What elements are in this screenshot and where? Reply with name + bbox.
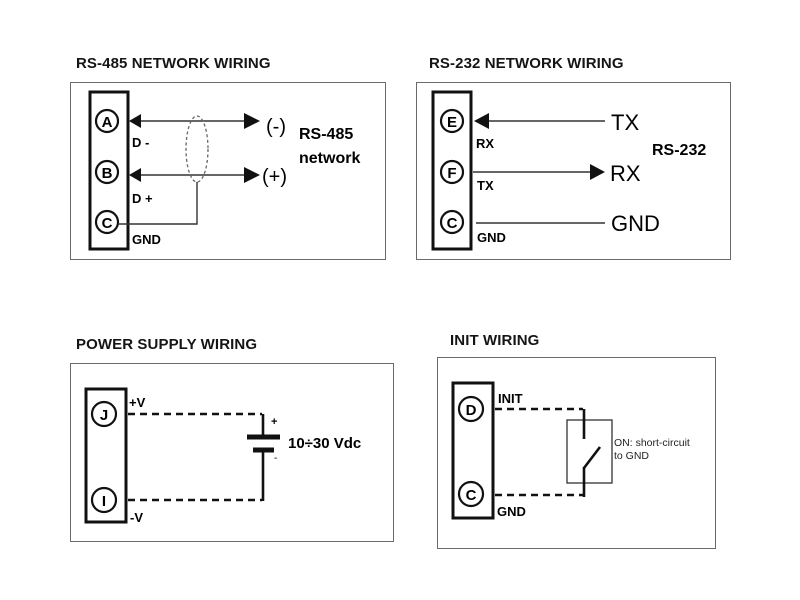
terminal-c: C (439, 209, 465, 235)
rs232-panel (416, 82, 731, 260)
label-tx: TX (477, 178, 494, 193)
voltage-label: 10÷30 Vdc (288, 435, 361, 452)
terminal-j: J (90, 400, 118, 428)
rs485-terminal-block (88, 90, 130, 251)
switch-note-line2: to GND (614, 450, 649, 462)
terminal-d-id: D (466, 402, 477, 419)
label-d-plus: D + (132, 191, 153, 206)
terminal-f-id: F (447, 165, 456, 182)
switch-note-line1: ON: short-circuit (614, 437, 690, 449)
rs232-title: RS-232 NETWORK WIRING (429, 55, 624, 72)
power-title: POWER SUPPLY WIRING (76, 336, 258, 353)
rs485-panel (70, 82, 386, 260)
label-minus-v: -V (130, 510, 143, 525)
network-label: RS-232 (652, 142, 706, 159)
arrow-left-icon (474, 113, 489, 129)
terminal-e-id: E (447, 114, 457, 131)
terminal-j-id: J (100, 407, 108, 424)
shield-ellipse (185, 115, 209, 183)
terminal-a: A (94, 108, 120, 134)
arrow-right-icon (244, 167, 260, 183)
rs485-title: RS-485 NETWORK WIRING (76, 55, 271, 72)
wire-gnd (118, 182, 198, 225)
terminal-e: E (439, 108, 465, 134)
label-plus-v: +V (129, 395, 146, 410)
label-init: INIT (498, 391, 523, 406)
arrow-right-icon (590, 164, 605, 180)
label-gnd: GND (477, 230, 506, 245)
init-terminal-block (451, 381, 495, 520)
network-label-line2: network (299, 150, 360, 167)
arrow-right-icon (244, 113, 260, 129)
terminal-c-id: C (102, 215, 113, 232)
label-rx: RX (476, 136, 494, 151)
power-terminal-block (84, 387, 128, 524)
terminal-c-id: C (447, 215, 458, 232)
terminal-c-id: C (466, 487, 477, 504)
power-panel (70, 363, 394, 542)
terminal-b: B (94, 159, 120, 185)
terminal-f: F (439, 159, 465, 185)
terminal-c: C (457, 480, 485, 508)
switch-icon (566, 409, 613, 497)
network-label-line1: RS-485 (299, 126, 353, 143)
init-title: INIT WIRING (450, 332, 540, 349)
polarity-plus: (+) (262, 166, 287, 188)
arrow-left-icon (129, 114, 141, 128)
remote-gnd: GND (611, 211, 660, 236)
label-gnd: GND (132, 232, 161, 247)
wire-d-minus (129, 113, 260, 129)
polarity-minus: (-) (266, 116, 286, 138)
label-gnd: GND (497, 504, 526, 519)
terminal-i: I (90, 486, 118, 514)
battery-minus-sign: - (274, 453, 277, 464)
terminal-c: C (94, 209, 120, 235)
wire-d-plus (129, 167, 260, 183)
label-d-minus: D - (132, 135, 149, 150)
wire-tx (473, 164, 605, 180)
remote-tx: TX (611, 110, 639, 135)
terminal-b-id: B (102, 165, 113, 182)
wire-rx (474, 113, 605, 129)
terminal-i-id: I (102, 493, 106, 510)
rs232-terminal-block (431, 90, 473, 251)
terminal-a-id: A (102, 114, 113, 131)
terminal-d: D (457, 395, 485, 423)
arrow-left-icon (129, 168, 141, 182)
battery-plus-sign: + (271, 416, 277, 428)
battery-icon (247, 414, 280, 501)
remote-rx: RX (610, 161, 641, 186)
